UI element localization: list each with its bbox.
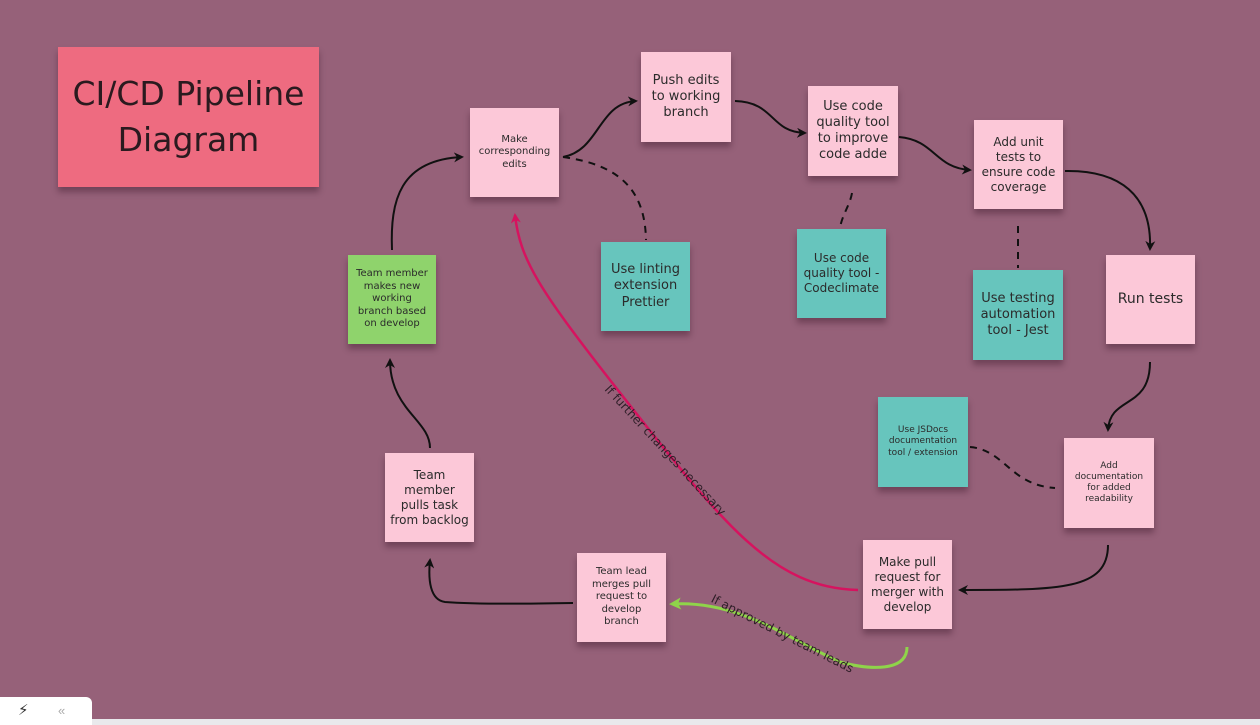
arrow-edits-to-push[interactable] — [562, 96, 638, 158]
note-jest-text: Use testing automation tool - Jest — [980, 290, 1056, 339]
note-code-quality-text: Use code quality tool to improve code ad… — [816, 98, 890, 163]
note-unit-tests[interactable]: Add unit tests to ensure code coverage — [974, 120, 1063, 209]
note-make-edits-text: Make corresponding edits — [478, 133, 551, 170]
arrow-run-to-docs[interactable] — [1103, 361, 1151, 432]
pin-tool-icon[interactable]: ⚡︎ — [18, 702, 29, 719]
note-codeclimate[interactable]: Use code quality tool - Codeclimate — [797, 229, 886, 318]
note-merge-develop-text: Team lead merges pull request to develop… — [592, 566, 651, 628]
arrow-tests-to-run[interactable] — [1064, 169, 1156, 251]
note-documentation-text: Add documentation for added readability — [1074, 460, 1144, 505]
note-pull-request-text: Make pull request for merger with develo… — [870, 554, 944, 614]
note-push-edits[interactable]: Push edits to working branch — [641, 52, 731, 142]
note-push-edits-text: Push edits to working branch — [651, 72, 721, 121]
note-pulls-task-text: Team member pulls task from backlog — [390, 467, 469, 527]
arrow-approved[interactable] — [669, 597, 909, 669]
note-pull-request[interactable]: Make pull request for merger with develo… — [863, 540, 952, 629]
dashed-codeclimate-to-quality — [839, 192, 853, 229]
arrow-branch-to-edits[interactable] — [390, 152, 464, 251]
title-note[interactable]: CI/CD Pipeline Diagram — [58, 47, 319, 187]
note-run-tests-text: Run tests — [1117, 290, 1184, 307]
arrow-merge-to-pulls-task[interactable] — [424, 558, 574, 605]
note-merge-develop[interactable]: Team lead merges pull request to develop… — [577, 553, 666, 642]
note-linting-text: Use linting extension Prettier — [610, 262, 681, 310]
note-new-branch-text: Team member makes new working branch bas… — [356, 268, 428, 330]
note-make-edits[interactable]: Make corresponding edits — [470, 108, 559, 197]
double-chevron-left-icon[interactable]: « — [58, 703, 66, 718]
dashed-jsdocs-to-docs — [969, 446, 1056, 489]
arrow-quality-to-tests[interactable] — [898, 136, 972, 175]
note-codeclimate-text: Use code quality tool - Codeclimate — [803, 251, 880, 295]
arrow-push-to-quality[interactable] — [734, 100, 807, 138]
note-jsdocs[interactable]: Use JSDocs documentation tool / extensio… — [878, 397, 968, 487]
note-unit-tests-text: Add unit tests to ensure code coverage — [981, 134, 1056, 194]
note-documentation[interactable]: Add documentation for added readability — [1064, 438, 1154, 528]
note-pulls-task[interactable]: Team member pulls task from backlog — [385, 453, 474, 542]
arrow-further-changes[interactable] — [510, 213, 859, 592]
note-linting[interactable]: Use linting extension Prettier — [601, 242, 690, 331]
dashed-linting-to-edits — [562, 156, 647, 241]
arrow-pulls-task-to-branch[interactable] — [385, 358, 431, 449]
note-run-tests[interactable]: Run tests — [1106, 255, 1195, 344]
arrow-docs-to-pullrequest[interactable] — [958, 544, 1109, 595]
diagram-title: CI/CD Pipeline Diagram — [72, 73, 305, 159]
bottom-scroll-strip — [92, 719, 1260, 725]
bottom-toolbar: ⚡︎ « — [0, 697, 92, 725]
note-jest[interactable]: Use testing automation tool - Jest — [973, 270, 1063, 360]
note-code-quality[interactable]: Use code quality tool to improve code ad… — [808, 86, 898, 176]
note-new-branch[interactable]: Team member makes new working branch bas… — [348, 255, 436, 344]
note-jsdocs-text: Use JSDocs documentation tool / extensio… — [888, 425, 958, 458]
